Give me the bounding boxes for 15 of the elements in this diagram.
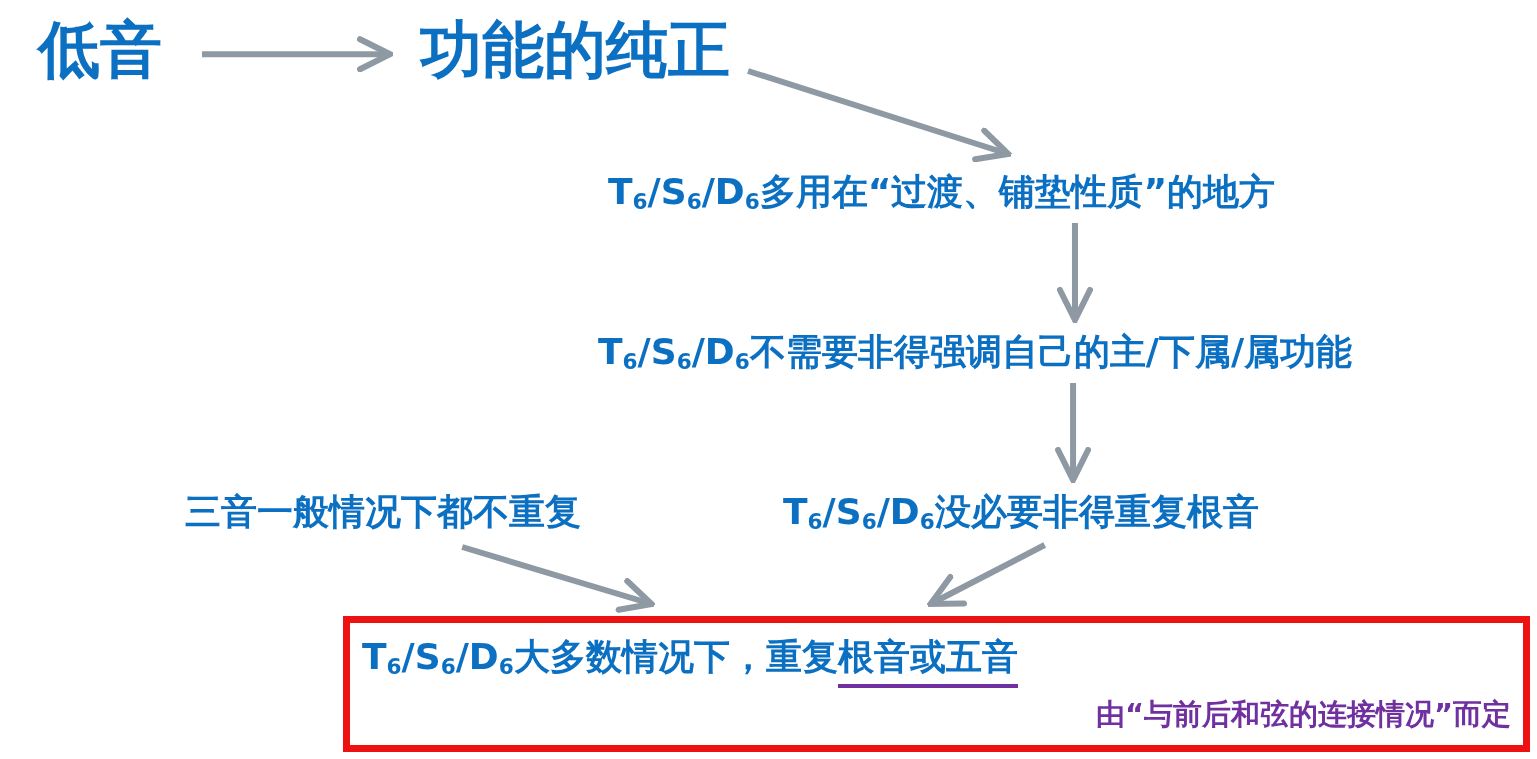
- statement-text: T$_{6}$/S$_{6}$/D$_{6}$多用在“过渡、铺垫性质”的地方: [608, 168, 1276, 217]
- note-text: 由“与前后和弦的连接情况”而定: [1095, 696, 1511, 733]
- arrow: [202, 36, 393, 73]
- heading-text: 低音: [38, 8, 162, 92]
- arrow: [461, 544, 655, 613]
- statement-text: T$_{6}$/S$_{6}$/D$_{6}$不需要非得强调自己的主/下属/属功能: [598, 328, 1353, 377]
- arrow: [927, 542, 1047, 607]
- heading-text: 功能的纯正: [420, 8, 730, 92]
- arrow: [1056, 223, 1093, 323]
- highlight-box: [343, 616, 1530, 752]
- statement-text: T$_{6}$/S$_{6}$/D$_{6}$没必要非得重复根音: [783, 488, 1259, 537]
- conclusion-text: T$_{6}$/S$_{6}$/D$_{6}$大多数情况下，重复根音或五音: [362, 635, 1018, 682]
- arrow: [1055, 383, 1092, 483]
- arrow: [747, 68, 1012, 163]
- statement-text: 三音一般情况下都不重复: [185, 488, 581, 537]
